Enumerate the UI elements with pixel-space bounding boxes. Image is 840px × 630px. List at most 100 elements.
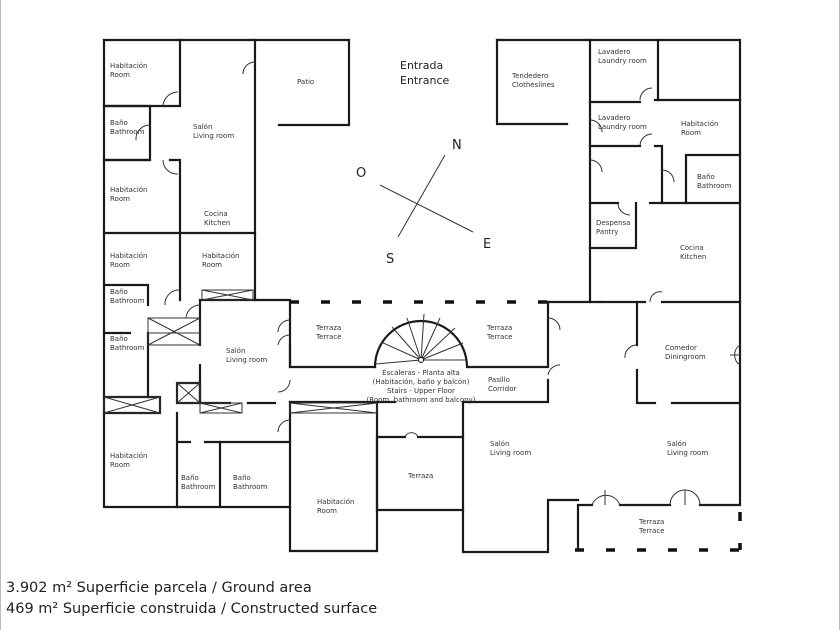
room-label-line: Salón (667, 440, 686, 448)
storage-crossed-boxes (103, 289, 378, 414)
room-label-line: Terraza (407, 472, 433, 480)
room-label-line: Laundry room (598, 123, 647, 131)
room-label-line: Baño (181, 474, 199, 482)
spiral-staircase (373, 313, 469, 369)
constructed-surface-text: 469 m² Superficie construida / Construct… (6, 601, 378, 617)
room-label-line: Lavadero (598, 48, 630, 56)
room-label-line: Living room (667, 449, 708, 457)
room-label-line: Stairs - Upper Floor (387, 387, 455, 395)
compass-south: S (386, 252, 394, 267)
room-label-line: Bathroom (110, 128, 145, 136)
room-label-line: Bathroom (181, 483, 216, 491)
room-label-line: Bathroom (110, 297, 145, 305)
room-label-line: Living room (226, 356, 267, 364)
room-label-line: Baño (110, 335, 128, 343)
room-label: Escaleras - Planta alta(Habitación, baño… (367, 369, 476, 404)
room-label-line: Pasillo (488, 376, 510, 384)
room-label-line: Habitación (681, 120, 719, 128)
ground-area-text: 3.902 m² Superficie parcela / Ground are… (6, 580, 312, 596)
room-label-line: Room (110, 261, 130, 269)
room-label-line: Lavadero (598, 114, 630, 122)
room-label: Terraza (407, 472, 433, 480)
room-label-line: Room (110, 71, 130, 79)
terrace-dashed-edges (290, 300, 742, 552)
room-label-line: Cocina (680, 244, 704, 252)
room-label-line: (Habitación, baño y balcón) (373, 378, 470, 386)
room-label-line: Terrace (486, 333, 512, 341)
compass: N O S E (356, 138, 491, 267)
room-label-line: Room (317, 507, 337, 515)
room-label-line: Baño (110, 288, 128, 296)
room-label-line: Diningroom (665, 353, 706, 361)
room-label-line: Habitación (202, 252, 240, 260)
compass-east: E (483, 237, 491, 252)
room-label-line: Baño (110, 119, 128, 127)
room-label-line: Comedor (665, 344, 697, 352)
doors (135, 61, 741, 506)
room-label-line: Cocina (204, 210, 228, 218)
room-label-line: Habitación (110, 62, 148, 70)
room-label-line: Living room (490, 449, 531, 457)
room-label-line: Salón (226, 347, 245, 355)
room-label-line: Terraza (638, 518, 664, 526)
room-label-line: Habitación (317, 498, 355, 506)
entrance-label: Entrada Entrance (400, 59, 450, 87)
room-label: Patio (297, 78, 314, 86)
room-label-line: Habitación (110, 252, 148, 260)
room-label-line: Kitchen (204, 219, 230, 227)
svg-text:Entrance: Entrance (400, 74, 450, 87)
room-label-line: Terrace (638, 527, 664, 535)
room-label-line: Kitchen (680, 253, 706, 261)
room-label-line: Bathroom (110, 344, 145, 352)
room-label-line: Patio (297, 78, 314, 86)
room-label-line: Salón (193, 123, 212, 131)
page-edge-left (0, 0, 1, 630)
room-label-line: Salón (490, 440, 509, 448)
room-label-line: Bathroom (697, 182, 732, 190)
room-label-line: Tendedero (511, 72, 548, 80)
room-label-line: Pantry (596, 228, 618, 236)
room-label-line: (Room, bathroom and balcony) (367, 396, 476, 404)
room-label-line: Habitación (110, 452, 148, 460)
room-label-line: Baño (233, 474, 251, 482)
svg-text:Entrada: Entrada (400, 59, 443, 72)
room-label-line: Laundry room (598, 57, 647, 65)
room-label-line: Living room (193, 132, 234, 140)
room-label-line: Room (110, 195, 130, 203)
room-label-line: Room (110, 461, 130, 469)
room-label-line: Habitación (110, 186, 148, 194)
room-label-line: Bathroom (233, 483, 268, 491)
room-label-line: Despensa (596, 219, 630, 227)
room-label-line: Escaleras - Planta alta (382, 369, 460, 377)
room-label-line: Terrace (315, 333, 341, 341)
room-label-line: Corridor (488, 385, 516, 393)
room-label-line: Terraza (315, 324, 341, 332)
